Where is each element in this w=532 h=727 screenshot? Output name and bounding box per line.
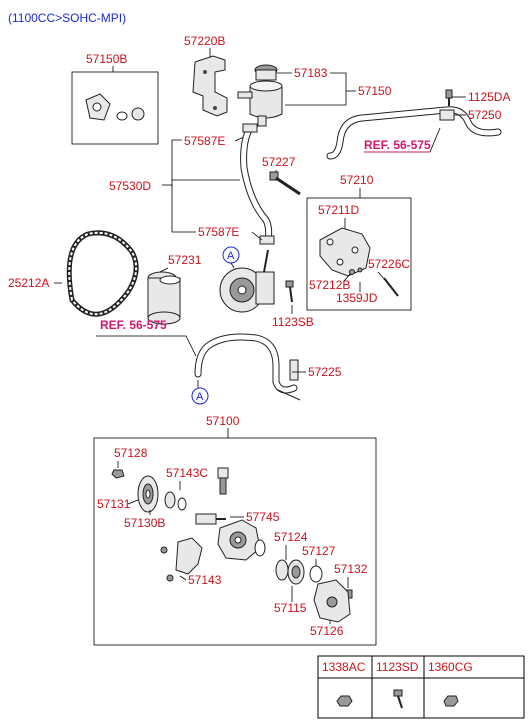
bracket-57143 (160, 537, 203, 582)
reservoir-bracket (192, 55, 228, 117)
bolt-1123SD-icon (393, 689, 403, 709)
label-57227: 57227 (262, 155, 296, 169)
clamp-57250 (439, 109, 455, 121)
hardware-table: 1338AC 1123SD 1360CG (317, 655, 525, 719)
box-57100 (93, 437, 377, 646)
label-57183: 57183 (294, 66, 328, 80)
ring-57124 (275, 559, 289, 581)
cap-57143C (217, 467, 229, 495)
nut-57128 (111, 469, 125, 479)
box-57150B (71, 71, 159, 145)
fluid-reservoir (237, 64, 283, 127)
ref-link-lower[interactable]: REF. 56-575 (100, 318, 167, 332)
label-25212A: 25212A (8, 276, 49, 290)
bolt-1125DA (445, 89, 453, 106)
label-57225: 57225 (308, 365, 342, 379)
label-1123SB: 1123SB (272, 315, 314, 329)
label-57220B: 57220B (184, 34, 225, 48)
pressure-line-upper (326, 106, 502, 160)
label-57226C: 57226C (368, 257, 410, 271)
cover-57126 (313, 579, 351, 623)
label-57100: 57100 (206, 414, 240, 428)
label-57210: 57210 (340, 173, 374, 187)
pressure-hose-57225 (194, 333, 301, 401)
label-57143C: 57143C (166, 466, 208, 480)
pump-body (217, 519, 261, 561)
callout-letter-lower: A (196, 391, 204, 403)
suction-hose (240, 123, 275, 245)
nut-1338AC-icon (336, 695, 353, 707)
label-57143: 57143 (188, 573, 222, 587)
label-57211D: 57211D (318, 203, 359, 217)
label-1359JD: 1359JD (336, 291, 378, 305)
label-57115: 57115 (274, 601, 307, 615)
bolt-1123SB (285, 280, 294, 303)
seal-kit-parts (85, 93, 145, 121)
label-57745: 57745 (246, 510, 280, 524)
label-57131: 57131 (97, 497, 131, 511)
cartridge-57115 (287, 559, 305, 585)
label-57530D: 57530D (109, 179, 151, 193)
nut-1360CG-icon (443, 695, 459, 707)
box-57210 (306, 197, 412, 311)
label-57124: 57124 (274, 530, 308, 544)
diagram-title: (1100CC>SOHC-MPI) (8, 11, 126, 25)
label-57130B: 57130B (124, 516, 165, 530)
label-57150: 57150 (358, 84, 392, 98)
label-57250: 57250 (468, 108, 502, 122)
label-57587E-bot: 57587E (198, 225, 239, 239)
label-57212B: 57212B (309, 278, 350, 292)
pump-shaft (195, 513, 226, 525)
oring-57127 (309, 565, 323, 583)
label-57126: 57126 (310, 624, 344, 638)
label-57127: 57127 (302, 544, 336, 558)
label-57587E-top: 57587E (184, 134, 225, 148)
drive-belt (66, 230, 139, 317)
pulley-57231 (147, 271, 181, 325)
bolt-57226C (383, 277, 399, 297)
table-header-1360CG: 1360CG (428, 660, 473, 674)
label-57150B: 57150B (86, 52, 127, 66)
seal-rings (164, 491, 187, 511)
label-57231: 57231 (168, 253, 202, 267)
ref-link-upper[interactable]: REF. 56-575 (364, 138, 431, 152)
table-header-1338AC: 1338AC (322, 660, 366, 674)
pump-bracket-57211D (319, 227, 371, 277)
label-57128: 57128 (114, 446, 148, 460)
pulley-57130B (137, 475, 159, 513)
label-1125DA: 1125DA (468, 90, 510, 104)
table-header-1123SD: 1123SD (376, 660, 419, 674)
callout-letter-upper: A (227, 250, 235, 262)
callout-circle-lower (191, 387, 209, 405)
pump-assembly-upper (219, 249, 275, 313)
pin-57212B (349, 269, 355, 275)
label-57132: 57132 (334, 562, 368, 576)
bolt-57227 (269, 171, 301, 196)
